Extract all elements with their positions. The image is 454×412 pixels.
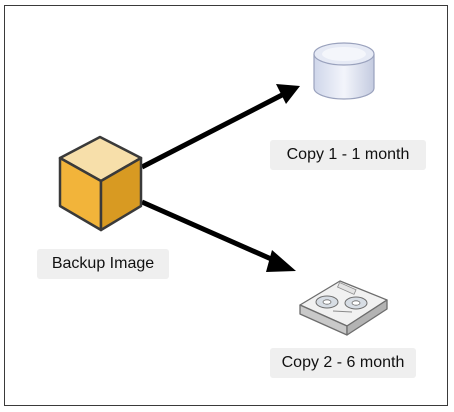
cube-icon — [58, 135, 143, 232]
copy2-label: Copy 2 - 6 month — [270, 348, 416, 378]
tape-cartridge-icon — [299, 280, 388, 336]
disk-cylinder-icon — [313, 42, 375, 100]
backup-image-label: Backup Image — [37, 249, 169, 279]
copy1-label: Copy 1 - 1 month — [270, 140, 426, 170]
arrow-to-copy1 — [140, 84, 300, 170]
arrow-to-copy2 — [140, 199, 296, 272]
